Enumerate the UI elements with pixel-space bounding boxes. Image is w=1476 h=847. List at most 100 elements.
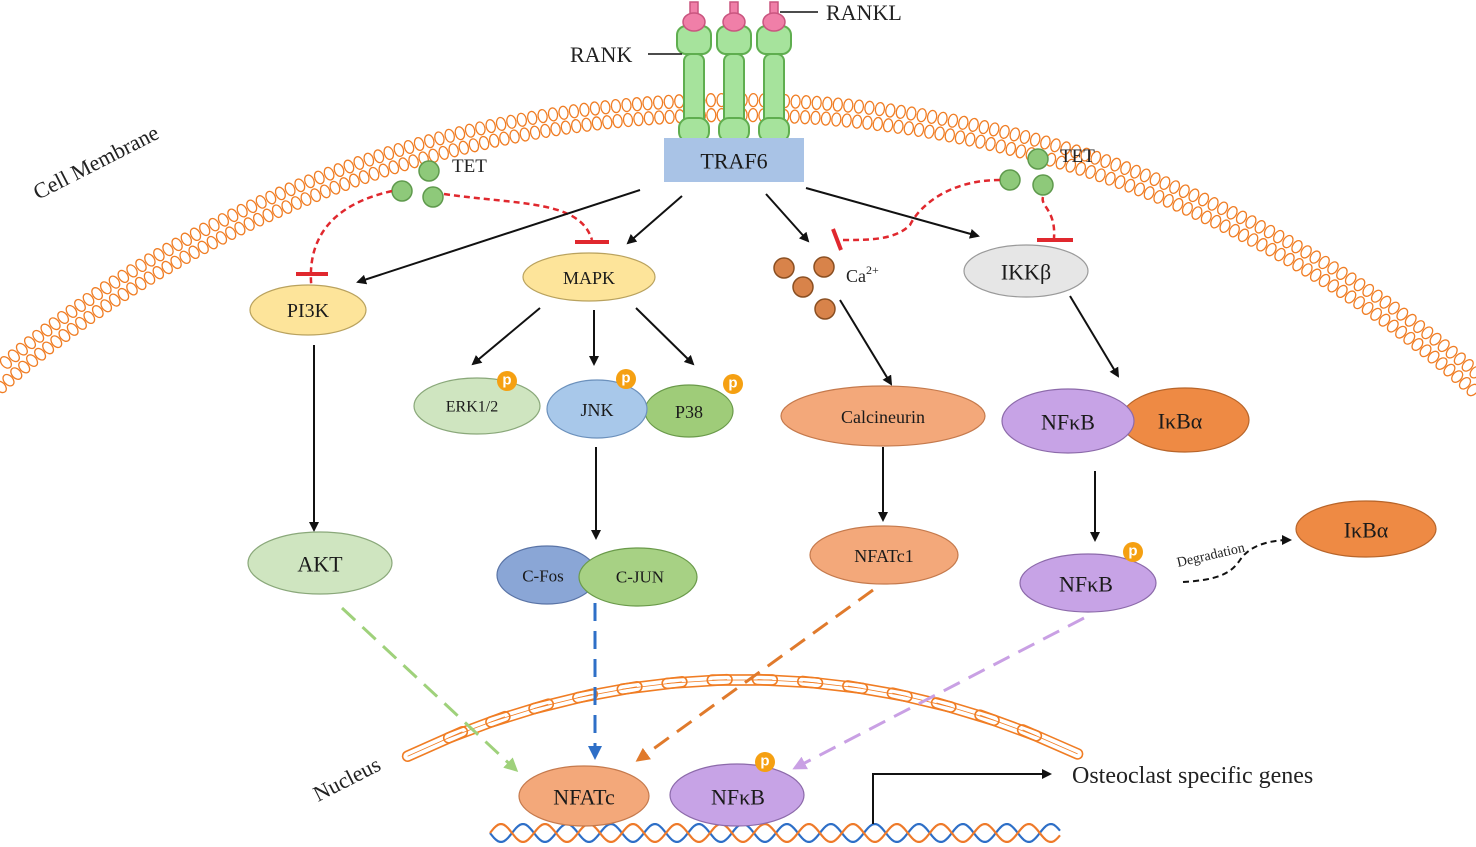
membrane-lipid	[1015, 144, 1027, 159]
gene-activation-arrow	[872, 769, 1052, 824]
membrane-lipid	[243, 217, 255, 231]
membrane-lipid	[1210, 214, 1222, 229]
membrane-lipid	[1139, 168, 1151, 183]
membrane-lipid	[529, 125, 541, 140]
nuclear-envelope-segment	[796, 675, 869, 695]
membrane-lipid	[664, 109, 675, 125]
nuclear-envelope-segment	[751, 673, 824, 689]
membrane-lipid	[944, 128, 956, 143]
membrane-lipid	[526, 110, 538, 125]
membrane-lipid	[874, 101, 886, 117]
node-nfkb-ikba-complex: NFκB IκBα	[1001, 387, 1250, 454]
membrane-lipid	[748, 92, 759, 108]
membrane-lipid	[1396, 307, 1409, 321]
membrane-lipid	[1386, 319, 1399, 333]
membrane-lipid	[358, 170, 370, 185]
membrane-lipid	[1075, 161, 1087, 176]
membrane-lipid	[1070, 144, 1082, 159]
membrane-lipid	[333, 163, 345, 178]
membrane-lipid	[1188, 188, 1200, 203]
membrane-lipid	[1387, 301, 1400, 315]
membrane-lipid	[568, 104, 580, 119]
membrane-lipid	[294, 178, 306, 193]
membrane-lipid	[75, 316, 87, 330]
membrane-lipid	[954, 130, 966, 145]
membrane-lipid	[654, 110, 665, 125]
membrane-lipid	[34, 347, 47, 361]
membrane-lipid	[1318, 255, 1330, 270]
membrane-lipid	[1443, 363, 1456, 377]
membrane-lipid	[1309, 250, 1321, 264]
membrane-lipid	[1451, 370, 1464, 383]
membrane-lipid	[937, 111, 948, 126]
node-ikkb: IKKβ	[963, 244, 1089, 298]
calcium-ions	[773, 256, 836, 320]
membrane-lipid	[1453, 352, 1466, 366]
node-akt: AKT	[247, 531, 393, 595]
membrane-lipid	[478, 135, 490, 151]
membrane-lipid	[57, 311, 70, 324]
membrane-lipid	[1413, 320, 1426, 334]
membrane-lipid	[903, 121, 915, 136]
inhibit-ca-line	[842, 178, 1001, 242]
membrane-lipid	[65, 304, 78, 318]
membrane-lipid	[91, 305, 104, 319]
membrane-lipid	[843, 98, 854, 113]
membrane-lipid	[1445, 345, 1458, 359]
membrane-lipid	[1263, 224, 1276, 239]
membrane-lipid	[674, 94, 685, 109]
membrane-lipid	[206, 235, 218, 250]
membrane-lipid	[74, 298, 86, 312]
nfatc1-label: NFATc1	[854, 546, 913, 566]
membrane-lipid	[1254, 220, 1266, 234]
degradation-arrow	[1182, 535, 1292, 583]
nuclear-envelope-segment	[842, 680, 913, 703]
membrane-lipid	[408, 154, 419, 169]
membrane-lipid	[488, 133, 500, 148]
membrane-lipid	[547, 107, 559, 122]
membrane-lipid	[913, 122, 925, 138]
membrane-lipid	[290, 196, 302, 210]
membrane-lipid	[152, 266, 165, 280]
membrane-lipid	[799, 110, 811, 125]
membrane-lipid	[180, 232, 193, 247]
membrane-lipid	[506, 114, 517, 129]
membrane-lipid	[343, 159, 355, 174]
membrane-lipid	[895, 104, 907, 120]
membrane-lipid	[822, 96, 833, 111]
calcineurin-label: Calcineurin	[841, 407, 925, 427]
membrane-lipid	[388, 160, 400, 175]
nfkb-phospho-label: NFκB	[1059, 572, 1113, 597]
membrane-lipid	[319, 184, 331, 199]
membrane-lipid	[1178, 184, 1190, 199]
membrane-lipid	[1327, 279, 1340, 293]
membrane-lipid	[1395, 325, 1408, 339]
membrane-lipid	[253, 212, 265, 227]
membrane-lipid	[1143, 186, 1155, 200]
node-ikba-free: IκBα	[1295, 500, 1437, 558]
membrane-lipid	[26, 354, 39, 367]
membrane-lipid	[0, 356, 13, 369]
membrane-lipid	[663, 94, 674, 110]
membrane-lipid	[926, 109, 938, 124]
membrane-lipid	[1283, 252, 1295, 267]
membrane-lipid	[610, 98, 622, 114]
membrane-lipid	[454, 126, 466, 141]
membrane-lipid	[947, 113, 959, 128]
membrane-lipid	[519, 127, 531, 142]
rankl-ligands	[682, 1, 786, 32]
membrane-lipid	[1466, 383, 1476, 397]
nfatc1-to-nfatc-arrow	[635, 588, 874, 762]
membrane-lipid	[475, 121, 486, 136]
membrane-lipid	[978, 120, 990, 135]
membrane-lipid	[1336, 266, 1348, 281]
membrane-lipid	[540, 123, 551, 138]
membrane-lipid	[310, 188, 322, 203]
membrane-lipid	[1362, 283, 1375, 297]
ikkb-label: IKKβ	[1001, 260, 1051, 285]
membrane-lipid	[1207, 197, 1219, 211]
membrane-lipid	[383, 146, 395, 161]
nfkb-to-nucleus-arrow	[792, 616, 1085, 770]
cell-membrane	[0, 92, 1476, 397]
